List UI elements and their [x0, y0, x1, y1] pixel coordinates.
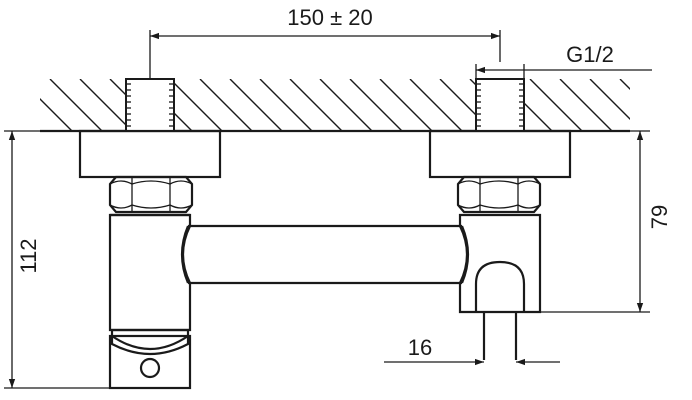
- thread-label: G1/2: [566, 42, 614, 67]
- outlet-label: 16: [408, 335, 432, 360]
- right-hex-nut: [456, 175, 542, 214]
- dimension-total-height: 112: [4, 130, 110, 389]
- dimension-outlet: 16: [384, 335, 560, 366]
- left-end-cap: [108, 328, 192, 390]
- left-hex-nut: [108, 175, 194, 214]
- dimension-spacing: 150 ± 20: [149, 5, 501, 79]
- mount-height-label: 79: [647, 205, 672, 229]
- dimension-thread: G1/2: [475, 42, 652, 79]
- outlet-elbow: [474, 260, 526, 360]
- left-valve-body: [108, 213, 192, 332]
- left-thread-stub: [125, 78, 175, 132]
- total-height-label: 112: [16, 238, 41, 273]
- cap-bolt-hole: [139, 357, 161, 379]
- wall-hatching: [40, 79, 630, 131]
- connecting-pipe: [180, 224, 470, 285]
- wall: [40, 79, 630, 133]
- right-valve-body: [458, 213, 542, 314]
- left-flange: [78, 129, 222, 179]
- right-flange: [428, 129, 572, 179]
- spacing-label: 150 ± 20: [287, 5, 372, 30]
- right-thread-stub: [475, 78, 525, 132]
- dimension-mount-height: 79: [540, 130, 672, 313]
